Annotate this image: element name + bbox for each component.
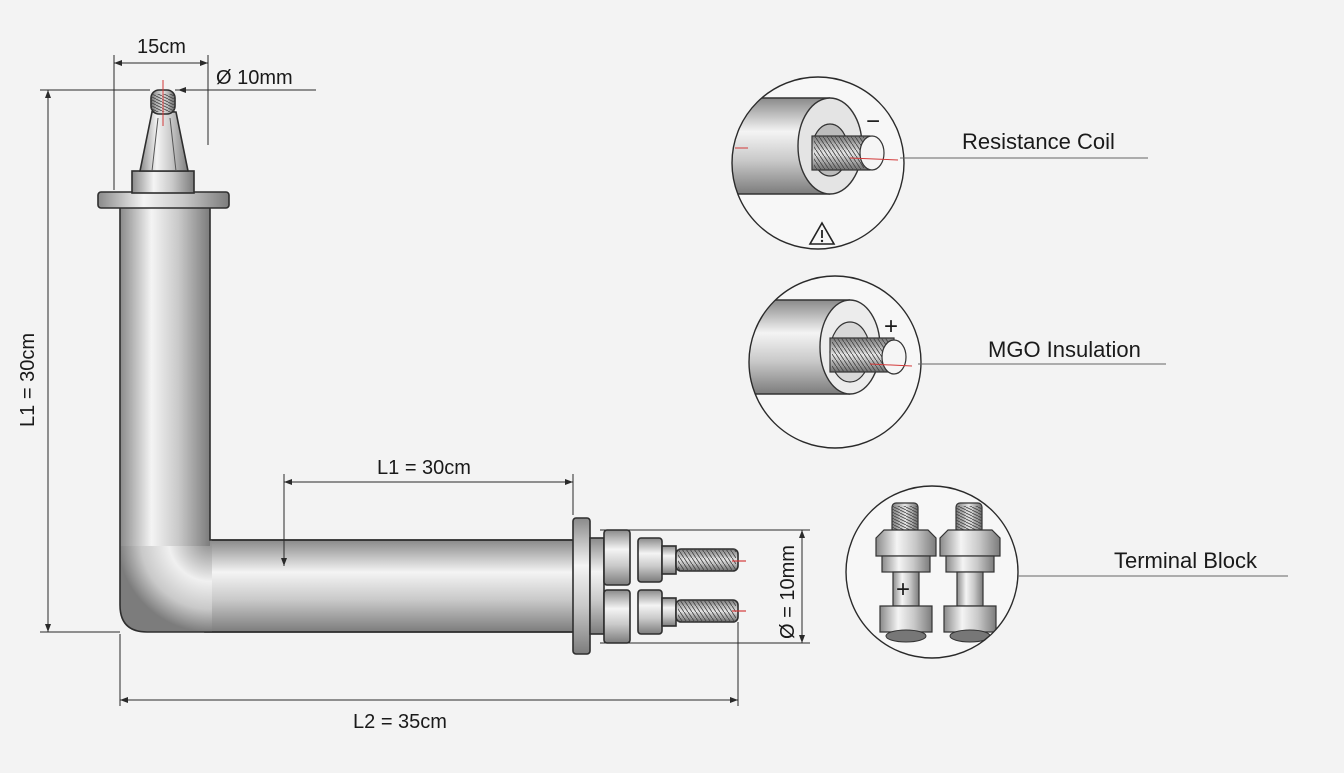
label-terminal-block: Terminal Block xyxy=(1114,548,1258,573)
callout-resistance-coil: − Resistance Coil xyxy=(731,76,1148,250)
terminal-polarity-sign: + xyxy=(896,576,910,603)
top-flange xyxy=(97,191,230,209)
warning-icon xyxy=(808,221,836,245)
vertical-tube xyxy=(120,208,210,546)
dim-top-width: 15cm xyxy=(137,36,186,58)
dim-vertical-length: L1 = 30cm xyxy=(17,333,39,427)
callout-terminal-block: + Terminal Block xyxy=(845,485,1288,659)
terminal-small-nut-upper xyxy=(637,537,663,583)
dim-top-diameter: Ø 10mm xyxy=(216,67,293,89)
top-collar xyxy=(131,170,195,194)
horizontal-tube xyxy=(204,539,581,633)
top-terminal-cone xyxy=(139,111,189,172)
dimension-lines xyxy=(40,55,810,706)
label-mgo-insulation: MGO Insulation xyxy=(988,337,1141,362)
terminal-small-nut-lower xyxy=(637,589,663,635)
heating-element xyxy=(97,80,746,655)
label-resistance-coil: Resistance Coil xyxy=(962,129,1115,154)
coil-polarity-sign: − xyxy=(866,108,880,135)
terminal-nut-upper xyxy=(603,529,631,586)
callout-mgo-insulation: + MGO Insulation xyxy=(748,275,1166,449)
tube-outline xyxy=(119,208,580,633)
dim-horizontal-length: L1 = 30cm xyxy=(377,457,471,479)
right-flange xyxy=(572,517,591,655)
terminal-nut-lower xyxy=(603,589,631,644)
dim-overall-length: L2 = 35cm xyxy=(353,711,447,733)
dim-terminal-diameter: Ø = 10mm xyxy=(777,545,799,639)
terminal-body xyxy=(589,537,605,635)
tube-bend xyxy=(120,540,212,632)
mgo-polarity-sign: + xyxy=(884,313,898,340)
